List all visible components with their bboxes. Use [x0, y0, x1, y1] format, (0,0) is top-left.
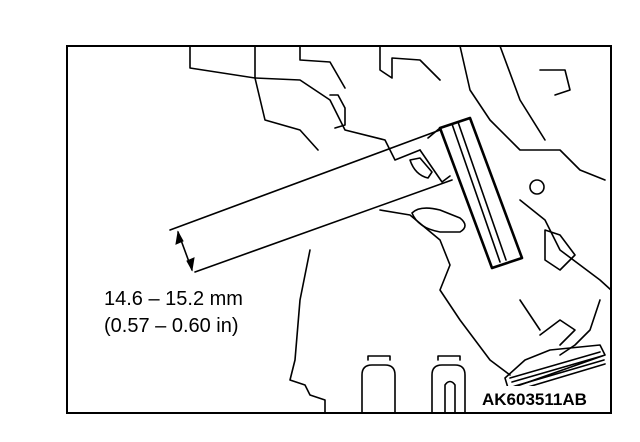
cylinder-head-casting: [189, 45, 612, 414]
figure-frame: [66, 45, 612, 414]
figure-code-backdrop: [478, 386, 608, 410]
dimension-arrow-top: [175, 230, 184, 245]
dimension-lines: [169, 129, 453, 273]
valve-spring-retainer: [409, 116, 524, 270]
measurement-mm-label: 14.6 – 15.2 mm: [104, 288, 243, 310]
dimension-arrow-bottom: [186, 257, 195, 272]
figure-code-label: AK603511AB: [482, 390, 587, 409]
measurement-in-label: (0.57 – 0.60 in): [104, 315, 239, 337]
